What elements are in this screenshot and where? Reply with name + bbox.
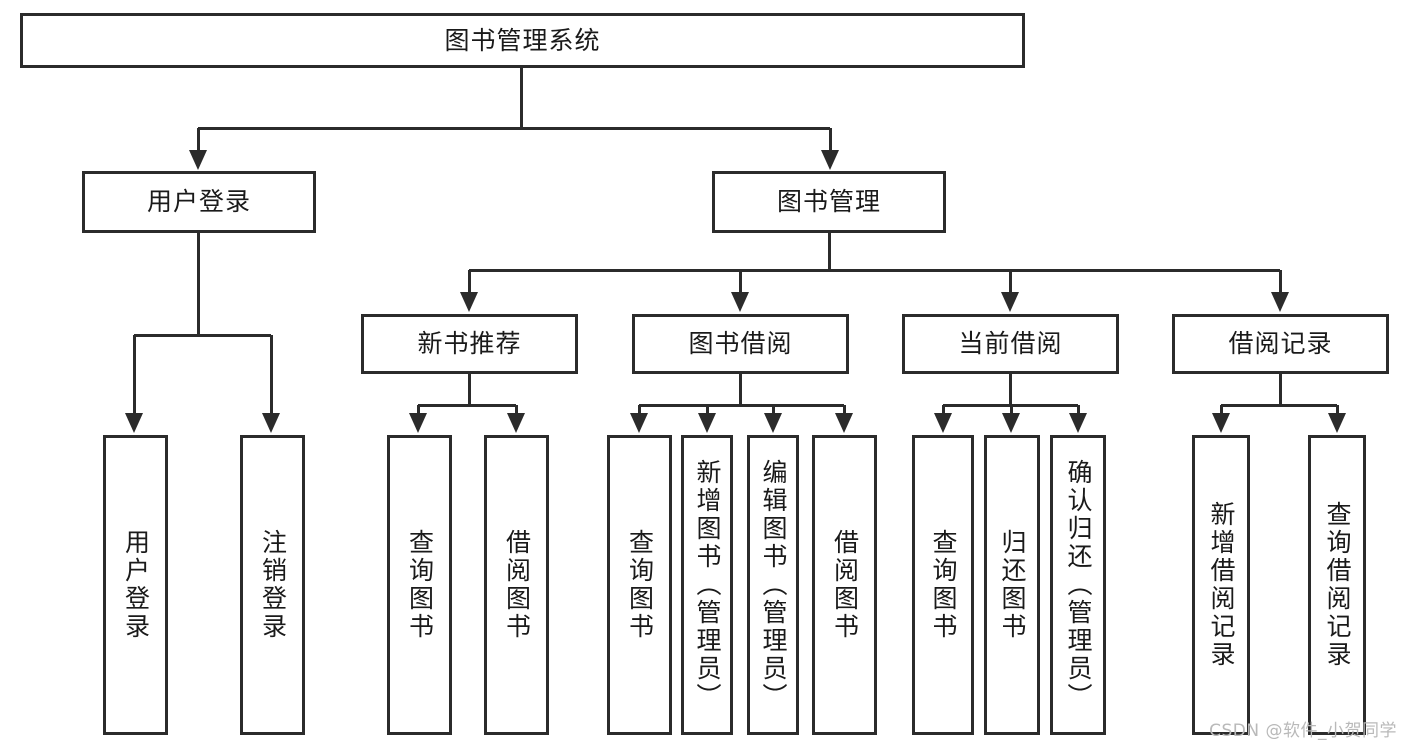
connector-group-drop [638,405,641,413]
connector-book-manage-stem [828,233,831,270]
connector-root-bus [198,127,830,130]
connector-group-stem [739,374,742,405]
leaf-label: 查询图书 [405,529,435,641]
leaf-label: 查询图书 [625,529,655,641]
arrowhead-user-login-child [125,413,143,433]
arrowhead-group-child [507,413,525,433]
leaf-user-login[interactable]: 用户登录 [103,435,168,735]
arrowhead-group-child [1212,413,1230,433]
connector-user-login-drop [133,335,136,413]
arrowhead-group-child [1328,413,1346,433]
connector-user-login-stem [197,233,200,335]
leaf-label: 新增借阅记录 [1207,501,1236,669]
connector-user-login-drop [270,335,273,413]
connector-user-login-bus [134,334,271,337]
arrowhead-root-child [821,150,839,170]
arrowhead-group-child [698,413,716,433]
arrowhead-group-child [764,413,782,433]
leaf-label: 确认归还（管理员） [1064,459,1093,711]
arrowhead-group-child [835,413,853,433]
connector-book-manage-drop [468,270,471,292]
node-book-management[interactable]: 图书管理 [712,171,946,233]
connector-book-manage-drop [1009,270,1012,292]
leaf-label: 归还图书 [998,529,1027,641]
connector-group-drop [706,405,709,413]
leaf-label: 新增图书（管理员） [693,459,722,711]
arrowhead-group-child [1002,413,1020,433]
node-borrow-records[interactable]: 借阅记录 [1172,314,1389,374]
connector-group-bus [418,404,516,407]
leaf-user-logout[interactable]: 注销登录 [240,435,305,735]
arrowhead-group-child [1069,413,1087,433]
connector-book-manage-drop [739,270,742,292]
leaf-query-borrow-record[interactable]: 查询借阅记录 [1308,435,1366,735]
leaf-add-book-admin[interactable]: 新增图书（管理员） [681,435,733,735]
connector-book-manage-drop [1279,270,1282,292]
connector-group-drop [1336,405,1339,413]
connector-group-drop [515,405,518,413]
connector-group-stem [1009,374,1012,405]
connector-group-stem [1279,374,1282,405]
arrowhead-root-child [189,150,207,170]
leaf-label: 注销登录 [258,529,288,641]
arrowhead-group-child [630,413,648,433]
arrowhead-book-manage-child [731,292,749,312]
arrowhead-group-child [409,413,427,433]
leaf-label: 借阅图书 [830,529,860,641]
connector-group-drop [772,405,775,413]
leaf-label: 编辑图书（管理员） [759,459,788,711]
connector-group-drop [1010,405,1013,413]
leaf-borrow-book[interactable]: 借阅图书 [812,435,877,735]
arrowhead-book-manage-child [460,292,478,312]
node-user-login[interactable]: 用户登录 [82,171,316,233]
arrowhead-user-login-child [262,413,280,433]
leaf-label: 查询借阅记录 [1323,501,1352,669]
arrowhead-book-manage-child [1001,292,1019,312]
connector-root-stem [520,68,523,128]
node-current-borrowing[interactable]: 当前借阅 [902,314,1119,374]
connector-root-drop [197,128,200,150]
connector-group-bus [1221,404,1337,407]
leaf-label: 用户登录 [121,529,151,641]
node-new-book-recommendation[interactable]: 新书推荐 [361,314,578,374]
connector-root-drop [829,128,832,150]
node-root-system[interactable]: 图书管理系统 [20,13,1025,68]
leaf-edit-book-admin[interactable]: 编辑图书（管理员） [747,435,799,735]
connector-group-bus [639,404,844,407]
arrowhead-group-child [934,413,952,433]
watermark-csdn: CSDN @软件_小贺同学 [1209,721,1397,741]
connector-book-manage-bus [469,269,1280,272]
connector-group-drop [942,405,945,413]
leaf-add-borrow-record[interactable]: 新增借阅记录 [1192,435,1250,735]
connector-group-drop [417,405,420,413]
connector-group-drop [1220,405,1223,413]
node-book-borrowing[interactable]: 图书借阅 [632,314,849,374]
connector-group-stem [468,374,471,405]
leaf-query-book-rec[interactable]: 查询图书 [387,435,452,735]
leaf-return-book[interactable]: 归还图书 [984,435,1040,735]
leaf-query-book-borrow[interactable]: 查询图书 [607,435,672,735]
leaf-label: 借阅图书 [502,529,532,641]
connector-group-drop [1077,405,1080,413]
connector-group-drop [843,405,846,413]
leaf-query-book-current[interactable]: 查询图书 [912,435,974,735]
leaf-confirm-return-admin[interactable]: 确认归还（管理员） [1050,435,1106,735]
leaf-label: 查询图书 [929,529,958,641]
leaf-borrow-book-rec[interactable]: 借阅图书 [484,435,549,735]
arrowhead-book-manage-child [1271,292,1289,312]
